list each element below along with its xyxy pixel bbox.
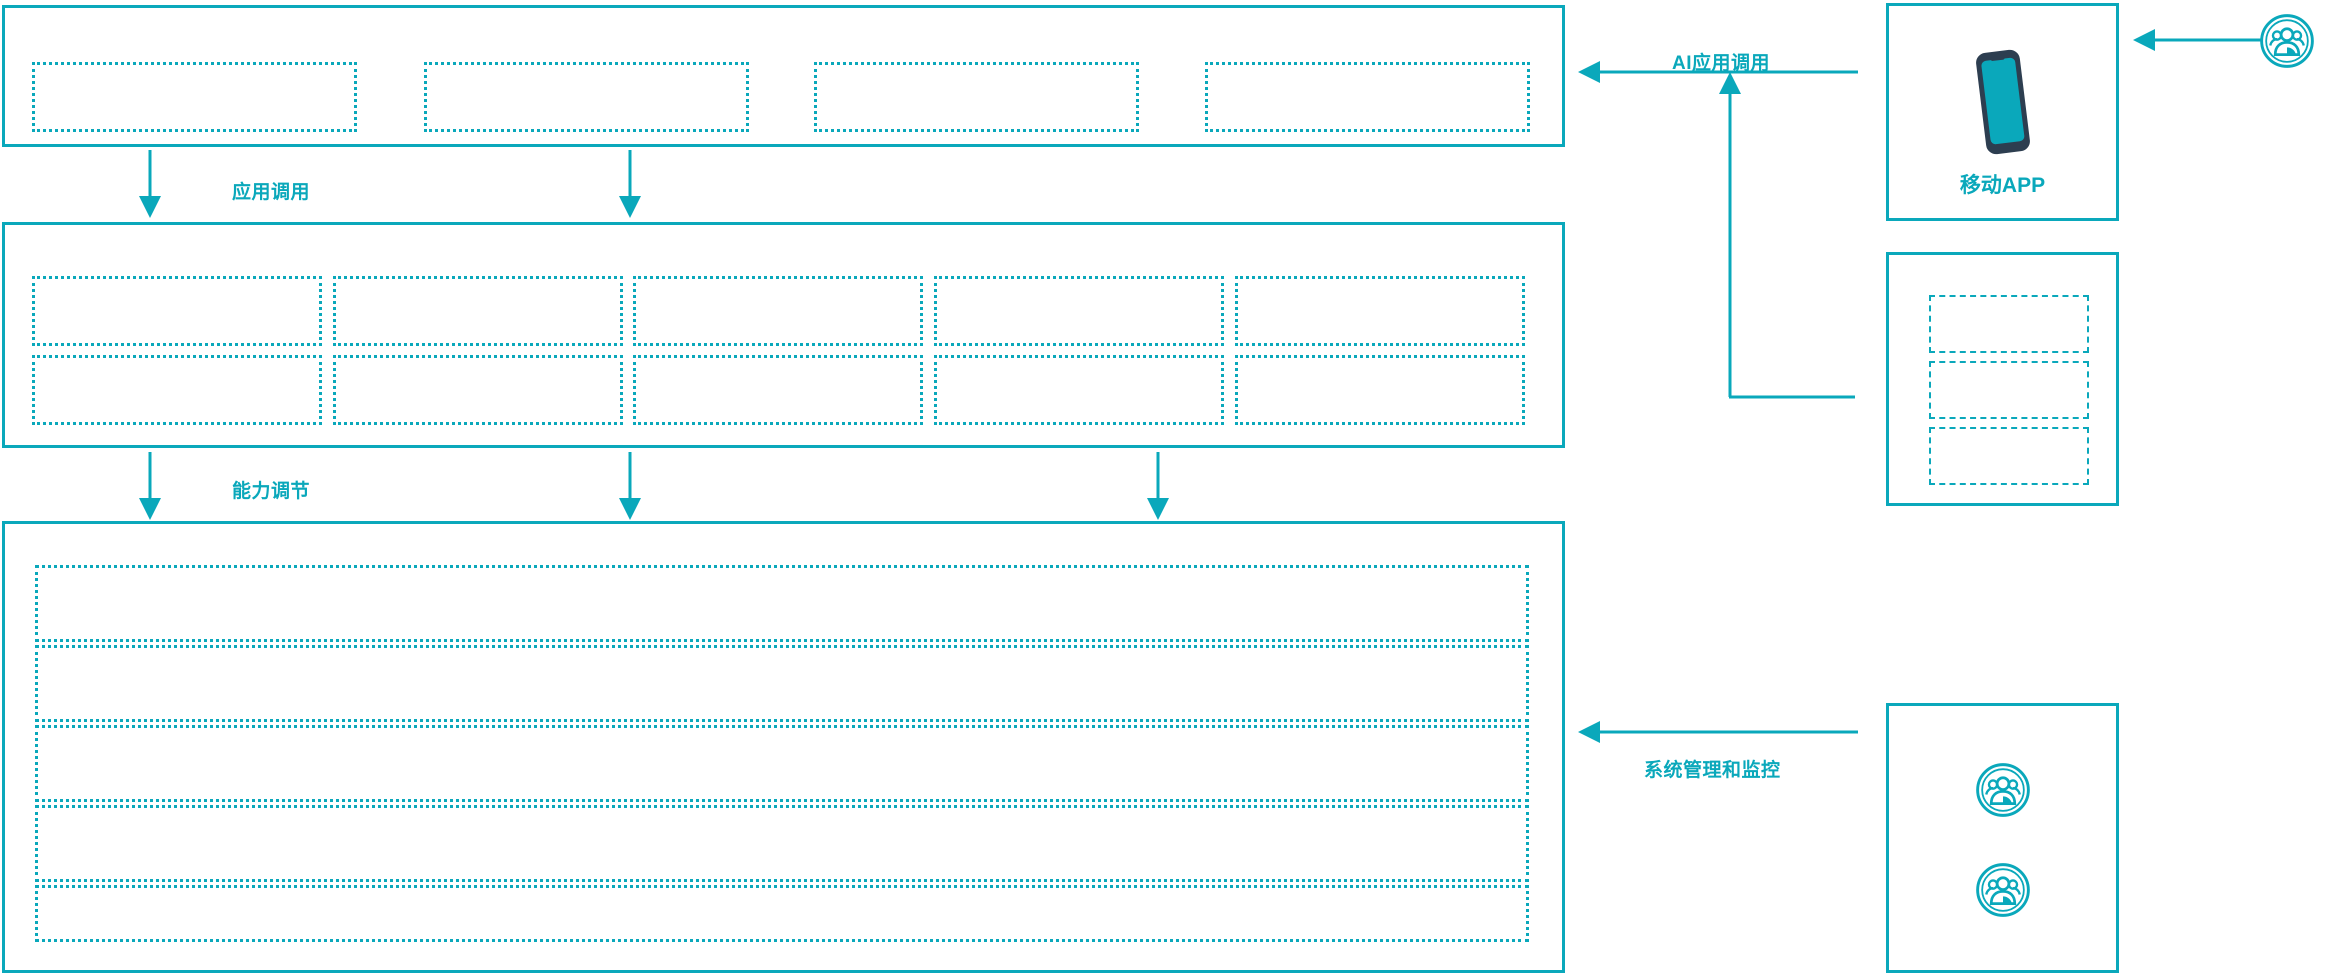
module-slot-3[interactable]: [1929, 427, 2089, 485]
arrow-enduser-to-mobile: [2133, 29, 2261, 51]
user-group-icon: [2260, 14, 2314, 68]
app-slot-3[interactable]: [814, 62, 1139, 132]
module-slot-1[interactable]: [1929, 295, 2089, 353]
app-slot-2[interactable]: [424, 62, 749, 132]
infrastructure-bar-1[interactable]: [35, 565, 1529, 642]
user-group-icon: [1975, 863, 2030, 917]
module-stack-card[interactable]: [1886, 252, 2119, 506]
capability-slot-r2c5[interactable]: [1235, 355, 1525, 425]
capability-adjust-label: 能力调节: [232, 481, 311, 502]
app-slot-4[interactable]: [1205, 62, 1530, 132]
arrow-system-mgmt: [1578, 721, 1858, 743]
infrastructure-bar-2[interactable]: [35, 645, 1529, 722]
user-group-icon: [1975, 763, 2030, 817]
arrow-capability-up-riser: [1719, 72, 1855, 399]
mobile-phone-icon: [1972, 46, 2034, 158]
capability-slot-r2c1[interactable]: [32, 355, 322, 425]
arrow-capability-to-infra-1: [139, 452, 161, 520]
capability-slot-r1c5[interactable]: [1235, 276, 1525, 346]
capability-slot-r1c1[interactable]: [32, 276, 322, 346]
module-slot-2[interactable]: [1929, 361, 2089, 419]
capability-slot-r2c3[interactable]: [633, 355, 923, 425]
system-mgmt-monitor-label: 系统管理和监控: [1644, 760, 1781, 781]
operators-card[interactable]: [1886, 703, 2119, 973]
arrow-capability-to-infra-3: [1147, 452, 1169, 520]
arrow-app-to-capability-left: [139, 150, 161, 218]
capability-slot-r1c2[interactable]: [333, 276, 623, 346]
capability-slot-r1c4[interactable]: [934, 276, 1224, 346]
operator-icon-1[interactable]: [1974, 761, 2032, 819]
capability-slot-r2c2[interactable]: [333, 355, 623, 425]
ai-app-invoke-label: AI应用调用: [1672, 53, 1771, 74]
mobile-app-card-label: 移动APP: [1959, 174, 2046, 197]
arrow-ai-app-invoke: [1578, 61, 1858, 83]
end-user-actor[interactable]: [2258, 12, 2316, 70]
infrastructure-bar-3[interactable]: [35, 725, 1529, 802]
operator-icon-2[interactable]: [1974, 861, 2032, 919]
app-invoke-label: 应用调用: [232, 182, 311, 203]
app-slot-1[interactable]: [32, 62, 357, 132]
infrastructure-bar-5[interactable]: [35, 885, 1529, 942]
arrow-capability-to-infra-2: [619, 452, 641, 520]
capability-slot-r2c4[interactable]: [934, 355, 1224, 425]
capability-slot-r1c3[interactable]: [633, 276, 923, 346]
mobile-app-card[interactable]: 移动APP: [1886, 3, 2119, 221]
infrastructure-bar-4[interactable]: [35, 805, 1529, 882]
arrow-app-to-capability-right: [619, 150, 641, 218]
